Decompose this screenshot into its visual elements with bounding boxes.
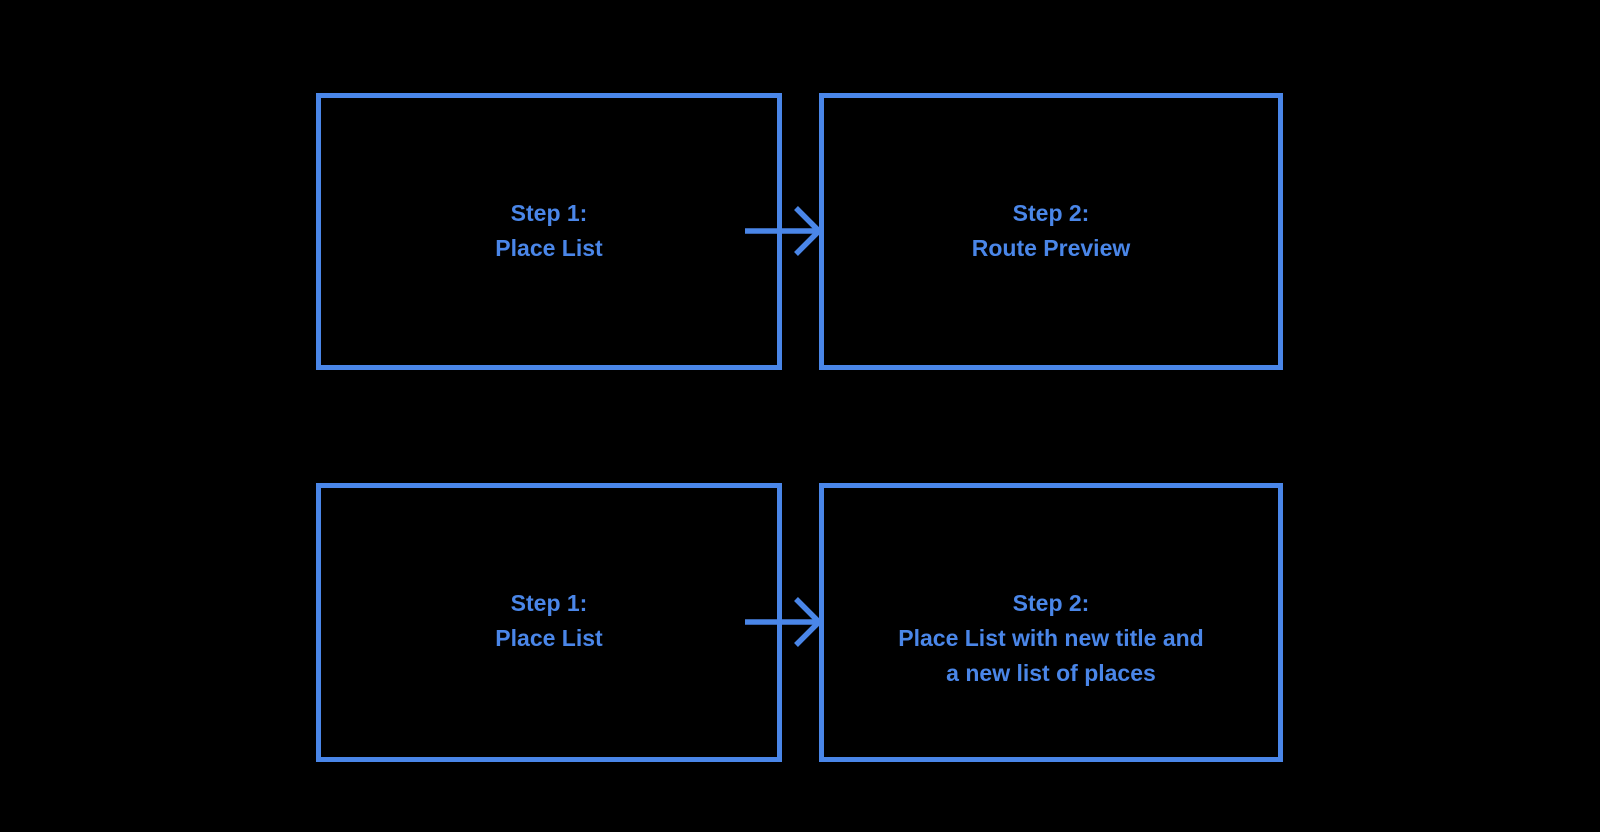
box-text-line: Step 1: xyxy=(510,200,588,226)
flow-box-label: Step 2: Place List with new title and a … xyxy=(824,488,1278,691)
flow-box-step2-route-preview: Step 2: Route Preview xyxy=(819,93,1283,370)
box-text-line: Place List xyxy=(495,235,603,261)
box-text-line: Route Preview xyxy=(971,235,1131,261)
box-text-line: Step 2: xyxy=(1012,200,1090,226)
box-text-line: a new list of places xyxy=(946,660,1156,686)
box-text-line: Place List with new title and xyxy=(898,625,1204,651)
box-text-line: Step 1: xyxy=(510,590,588,616)
flow-box-step1-place-list-2: Step 1: Place List xyxy=(316,483,782,762)
flow-box-step2-new-place-list: Step 2: Place List with new title and a … xyxy=(819,483,1283,762)
box-text-line: Step 2: xyxy=(1012,590,1090,616)
flow-box-label: Step 1: Place List xyxy=(321,488,777,656)
flow-box-step1-place-list: Step 1: Place List xyxy=(316,93,782,370)
box-text-line: Place List xyxy=(495,625,603,651)
flow-box-label: Step 2: Route Preview xyxy=(824,98,1278,266)
flow-box-label: Step 1: Place List xyxy=(321,98,777,266)
